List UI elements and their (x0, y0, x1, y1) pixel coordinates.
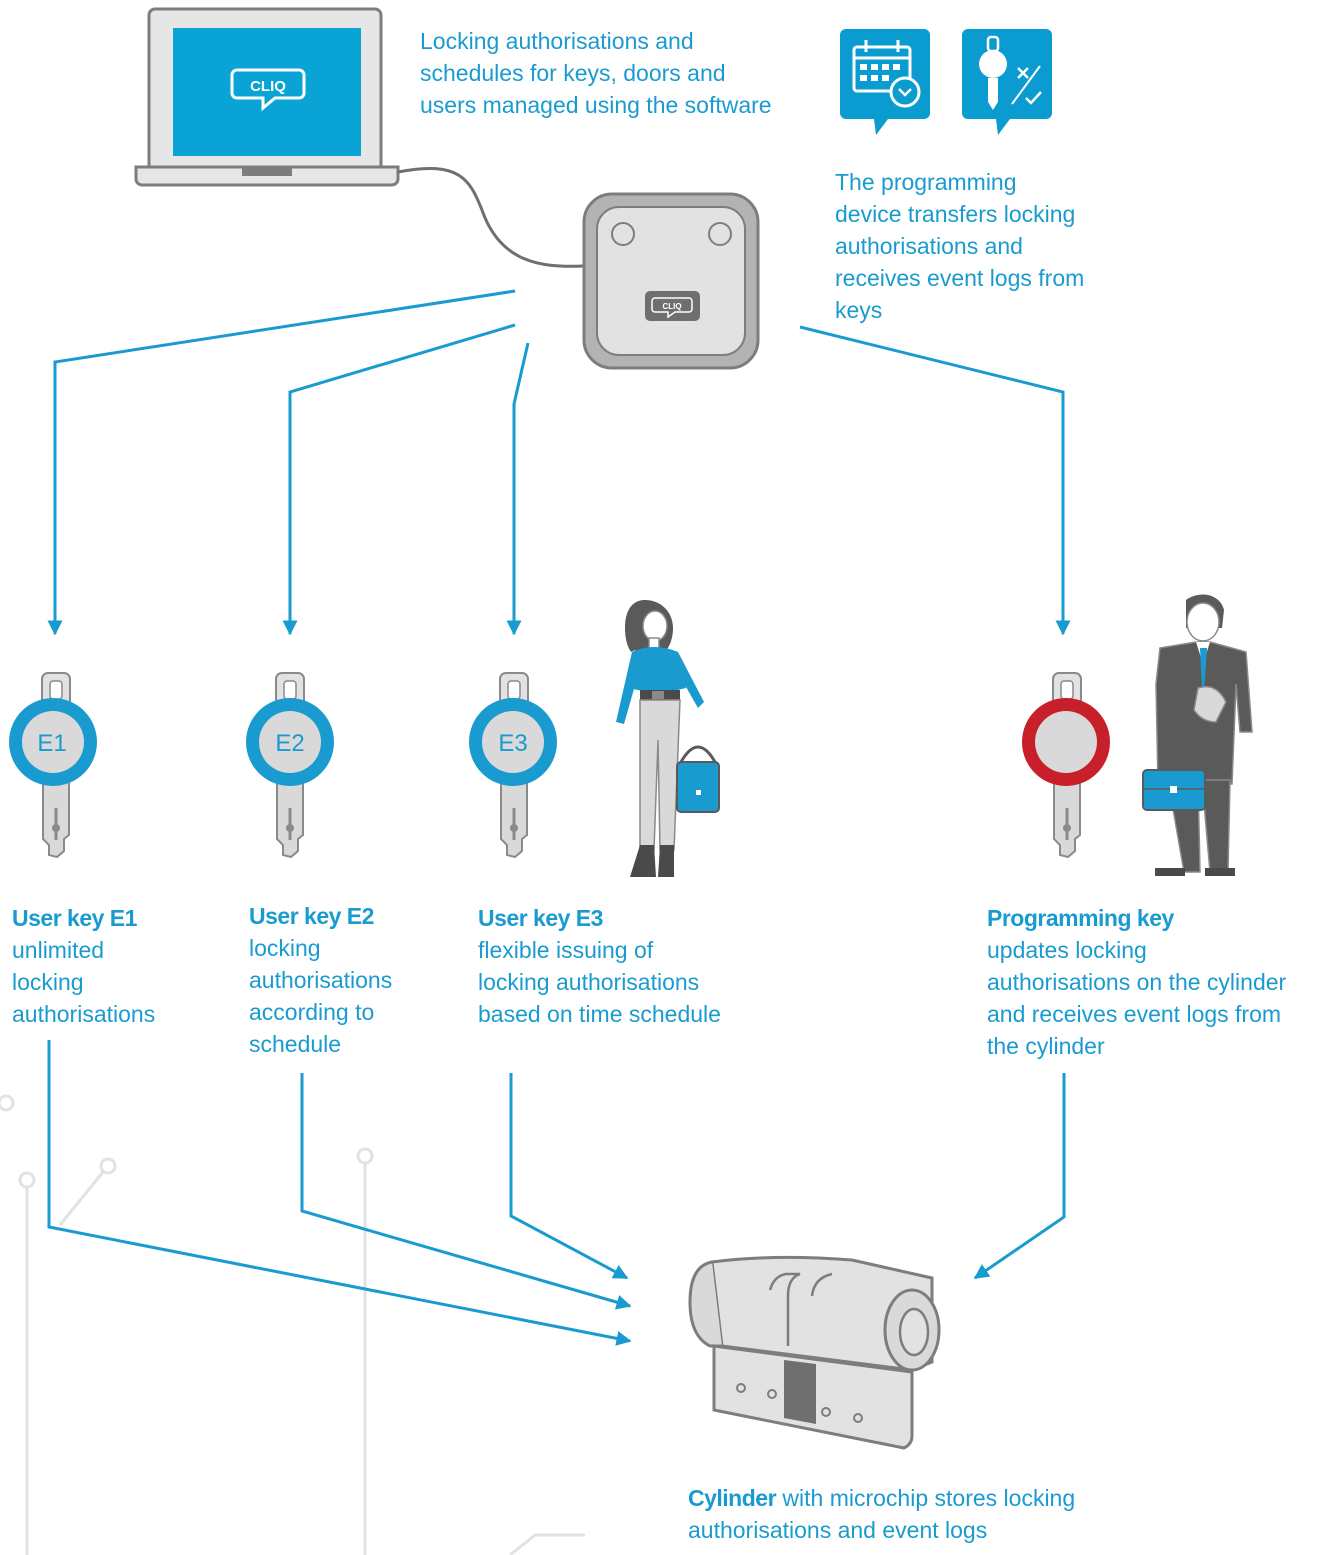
cylinder-line: authorisations and event logs (688, 1517, 988, 1543)
calendar-clock-icon (840, 29, 930, 135)
device-logo-text: CLIQ (662, 302, 681, 311)
programming-device: CLIQ (582, 192, 760, 370)
key-e3-caption: User key E3 flexible issuing of locking … (478, 902, 721, 1030)
laptop-screen (173, 28, 361, 156)
programming-key-line: updates locking (987, 937, 1147, 963)
software-note-line: users managed using the software (420, 92, 772, 118)
key-e2-caption: User key E2 locking authorisations accor… (249, 900, 392, 1060)
cylinder-lines (47, 1040, 1066, 1346)
line-e1-to-cylinder (47, 1040, 632, 1346)
key-e2-line: locking (249, 935, 321, 961)
laptop-logo-text: CLIQ (250, 78, 286, 95)
cylinder-caption: Cylinder with microchip stores locking a… (688, 1482, 1075, 1546)
programming-key-title: Programming key (987, 905, 1174, 931)
usb-cable (397, 166, 584, 268)
line-programming-key-to-cylinder (973, 1073, 1066, 1280)
device-cliq-icon (651, 297, 693, 319)
key-e1-caption: User key E1 unlimited locking authorisat… (12, 902, 155, 1030)
user-key-e2: E2 (246, 672, 334, 859)
line-e3-to-cylinder (509, 1073, 629, 1280)
key-e2-line: authorisations (249, 967, 393, 993)
line-e2-to-cylinder (300, 1073, 632, 1310)
device-note-line: device transfers locking (835, 201, 1076, 227)
cylinder-text: with microchip stores locking (776, 1485, 1076, 1511)
key-e1-line: unlimited (12, 937, 105, 963)
device-note-line: keys (835, 297, 883, 323)
key-e1-title: User key E1 (12, 905, 137, 931)
decorative-circuit (0, 1094, 585, 1555)
device-note-line: authorisations and (835, 233, 1023, 259)
programming-key-line: the cylinder (987, 1033, 1105, 1059)
cliq-logo-icon (230, 68, 306, 112)
distribution-lines (47, 289, 1071, 636)
key-e3-title: User key E3 (478, 905, 603, 931)
key-e2-line: schedule (249, 1031, 342, 1057)
user-key-e3: E3 (469, 672, 557, 859)
businessman-figure (1142, 594, 1253, 876)
key-e1-line: locking (12, 969, 84, 995)
key-e1-line: authorisations (12, 1001, 156, 1027)
key-e2-line: according to (249, 999, 375, 1025)
software-note-line: schedules for keys, doors and (420, 60, 726, 86)
device-note-line: receives event logs from (835, 265, 1085, 291)
device-note-line: The programming (835, 169, 1017, 195)
software-note-line: Locking authorisations and (420, 28, 694, 54)
programming-key-caption: Programming key updates locking authoris… (987, 902, 1286, 1062)
programming-key-line: and receives event logs from (987, 1001, 1282, 1027)
laptop: CLIQ (134, 7, 400, 187)
line-device-to-e1 (47, 289, 516, 636)
key-e2-badge: E2 (275, 730, 304, 757)
software-note: Locking authorisations and schedules for… (420, 25, 772, 121)
key-e3-line: flexible issuing of (478, 937, 654, 963)
lock-cylinder (688, 1255, 941, 1450)
key-e3-line: based on time schedule (478, 1001, 721, 1027)
line-device-to-e2 (282, 323, 516, 636)
key-e3-badge: E3 (498, 730, 527, 757)
programming-key-line: authorisations on the cylinder (987, 969, 1287, 995)
key-permissions-icon (962, 29, 1052, 135)
key-e2-title: User key E2 (249, 903, 374, 929)
line-device-to-programming-key (799, 325, 1071, 636)
user-key-e1: E1 (9, 672, 97, 859)
key-e1-badge: E1 (37, 730, 66, 757)
woman-figure (616, 600, 720, 877)
programming-key (1022, 672, 1110, 859)
key-e3-line: locking authorisations (478, 969, 700, 995)
device-note: The programming device transfers locking… (835, 166, 1084, 326)
cylinder-title: Cylinder (688, 1485, 777, 1511)
line-device-to-e3 (506, 342, 530, 636)
